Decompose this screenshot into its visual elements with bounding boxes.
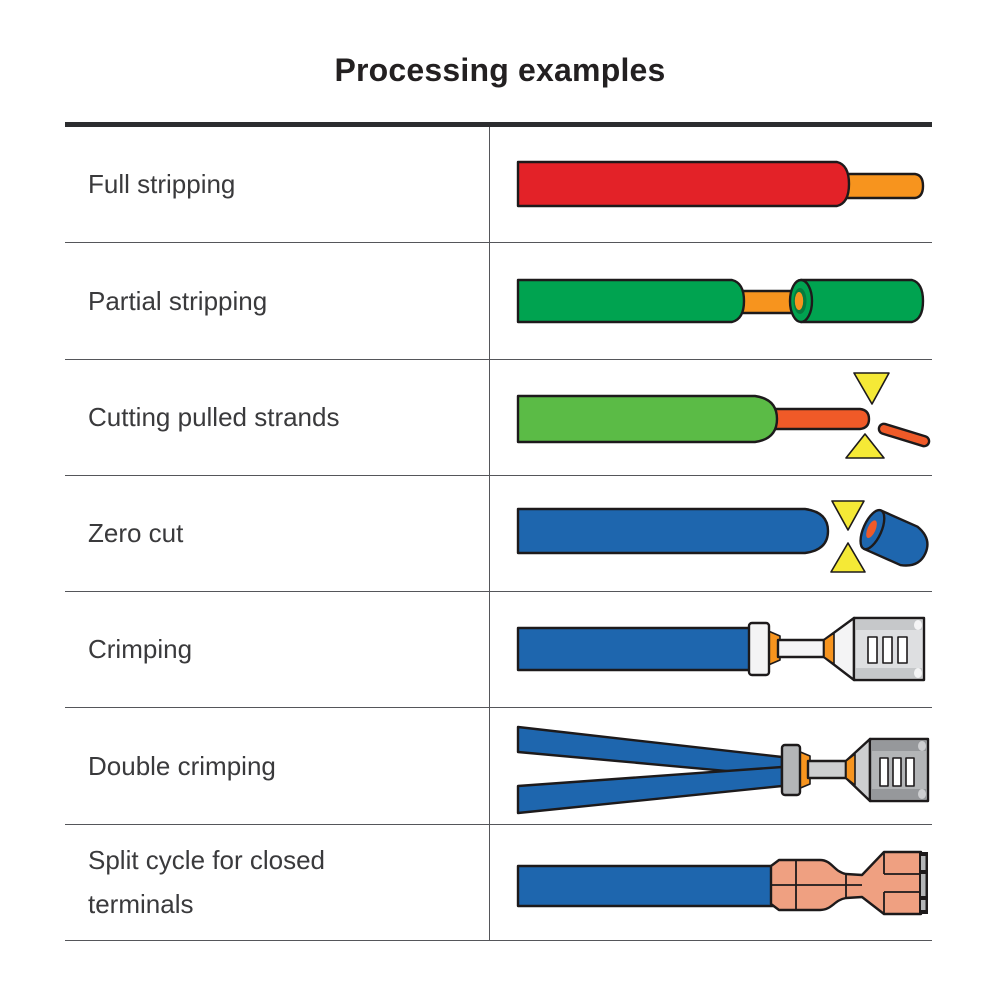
row-label-cell: Zero cut [65,475,490,592]
row-illustration-cell [490,592,932,707]
cutting-blade-bottom-icon [845,433,885,460]
wire-body [516,507,830,554]
conductor-flare [823,632,835,665]
full-stripping-illustration [516,160,925,207]
cutting-blade-top-icon [853,372,890,406]
row-label: Split cycle for closed terminals [88,844,325,920]
row-label: Zero cut [88,518,184,549]
wire-insulation [516,160,851,207]
row-illustration-cell [490,476,932,591]
receptacle-slot [879,757,889,787]
table-row-cutting-pulled-strands: Cutting pulled strands [65,359,932,476]
table-row-partial-stripping: Partial stripping [65,243,932,360]
closed-terminal-illustration [516,851,928,916]
wire-conductor [840,172,925,199]
wire-body [516,865,788,908]
insulation-crimp-barrel [747,621,771,677]
receptacle-slot [897,636,908,664]
insulation-crimp-barrel [780,743,802,797]
row-label-cell: Double crimping [65,708,490,824]
conductor-in-opening [794,291,804,310]
table-row-zero-cut: Zero cut [65,475,932,593]
partial-stripping-illustration [516,278,925,324]
table-row-split-cycle: Split cycle for closed terminals [65,824,932,942]
pulled-strand [764,408,871,431]
table-row-full-stripping: Full stripping [65,127,932,244]
crimping-illustration [516,616,926,682]
row-label-cell: Split cycle for closed terminals [65,824,490,941]
processing-examples-table: Full stripping Partial stripping [65,122,932,942]
cutting-blade-bottom-icon [830,541,866,573]
row-illustration-cell [490,825,932,940]
row-illustration-cell [490,360,932,475]
row-label-cell: Partial stripping [65,243,490,359]
receptacle-slot [892,757,902,787]
receptacle-slot [905,757,915,787]
receptacle-slot [882,636,893,664]
row-label: Cutting pulled strands [88,401,340,432]
wire-insulation-right [799,278,925,324]
wire-insulation [516,395,779,444]
row-illustration-cell [490,127,932,242]
row-illustration-cell [490,708,932,823]
row-label-cell: Cutting pulled strands [65,359,490,475]
cut-face-conductor [866,519,877,538]
cut-off-piece [859,508,929,567]
wire-insulation-left [516,278,746,324]
table-row-crimping: Crimping [65,592,932,709]
zero-cut-illustration [516,499,929,573]
cutting-blade-top-icon [831,499,865,531]
row-label: Partial stripping [88,285,268,316]
row-label-cell: Full stripping [65,127,490,243]
row-label: Full stripping [88,169,236,200]
cut-strand-piece [877,422,931,448]
double-crimping-illustration [516,725,930,815]
cutting-pulled-strands-illustration [516,372,931,460]
row-label-cell: Crimping [65,592,490,708]
page-title: Processing examples [334,52,666,88]
row-illustration-cell [490,243,932,358]
terminal-crimp-lines [771,852,921,915]
terminal-neck [806,759,848,780]
row-label: Double crimping [88,750,276,781]
wire-body [516,626,760,672]
terminal-neck [776,638,826,659]
receptacle-slot [867,636,878,664]
table-row-double-crimping: Double crimping [65,708,932,825]
wire-bottom [516,765,784,815]
conductor-flare [845,753,856,786]
exposed-conductor [734,289,800,315]
row-label: Crimping [88,634,193,665]
